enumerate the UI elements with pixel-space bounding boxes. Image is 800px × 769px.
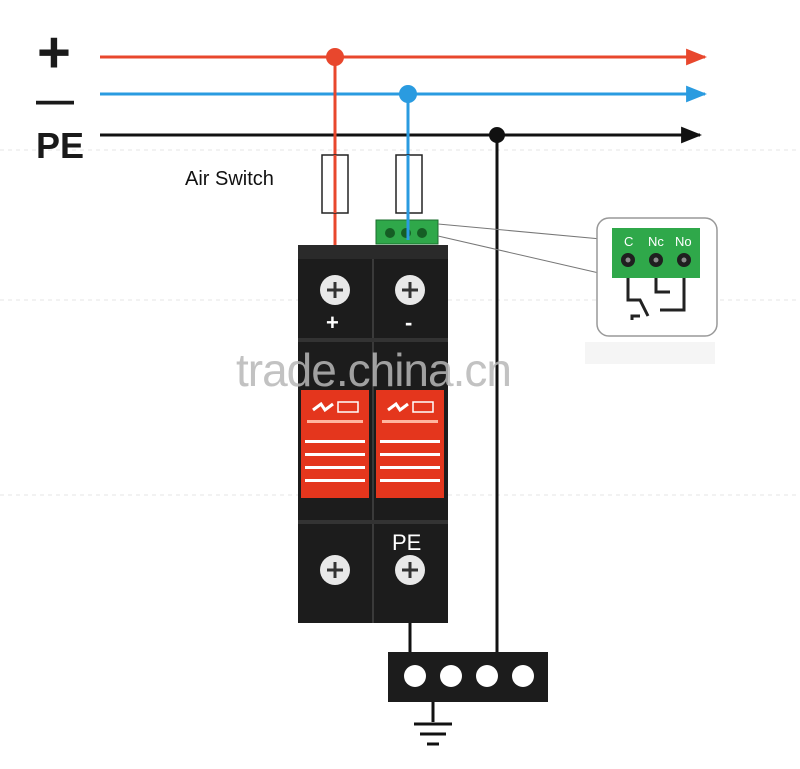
ground-bar: [388, 652, 548, 702]
relay-terminal-label: C: [624, 234, 633, 249]
rail-label-positive: +: [37, 20, 71, 85]
rail-label-pe: PE: [36, 125, 84, 166]
surge-protector: + - PE: [298, 245, 448, 623]
screw-terminal-icon: [320, 275, 350, 305]
relay-callout: C Nc No: [596, 217, 718, 337]
spd-window-left: [301, 390, 369, 498]
spd-pe-label: PE: [392, 530, 421, 555]
rail-label-negative: —: [36, 80, 74, 122]
screw-terminal-icon: [621, 253, 691, 267]
watermark: trade.china.cn: [236, 344, 511, 396]
screw-terminal-icon: [320, 555, 350, 585]
screw-terminal-icon: [395, 555, 425, 585]
relay-contact-schematic: [626, 278, 686, 320]
air-switch-label: Air Switch: [185, 168, 274, 190]
relay-terminal-label: Nc: [648, 234, 664, 249]
spd-left-polarity-label: +: [326, 310, 339, 335]
spd-right-polarity-label: -: [405, 310, 412, 335]
junction-dot-icon: [489, 127, 505, 143]
junction-dot-icon: [399, 85, 417, 103]
ground-symbol-icon: [414, 702, 452, 746]
relay-terminal-label: No: [675, 234, 692, 249]
screw-terminal-icon: [395, 275, 425, 305]
junction-dot-icon: [326, 48, 344, 66]
spd-window-right: [376, 390, 444, 498]
